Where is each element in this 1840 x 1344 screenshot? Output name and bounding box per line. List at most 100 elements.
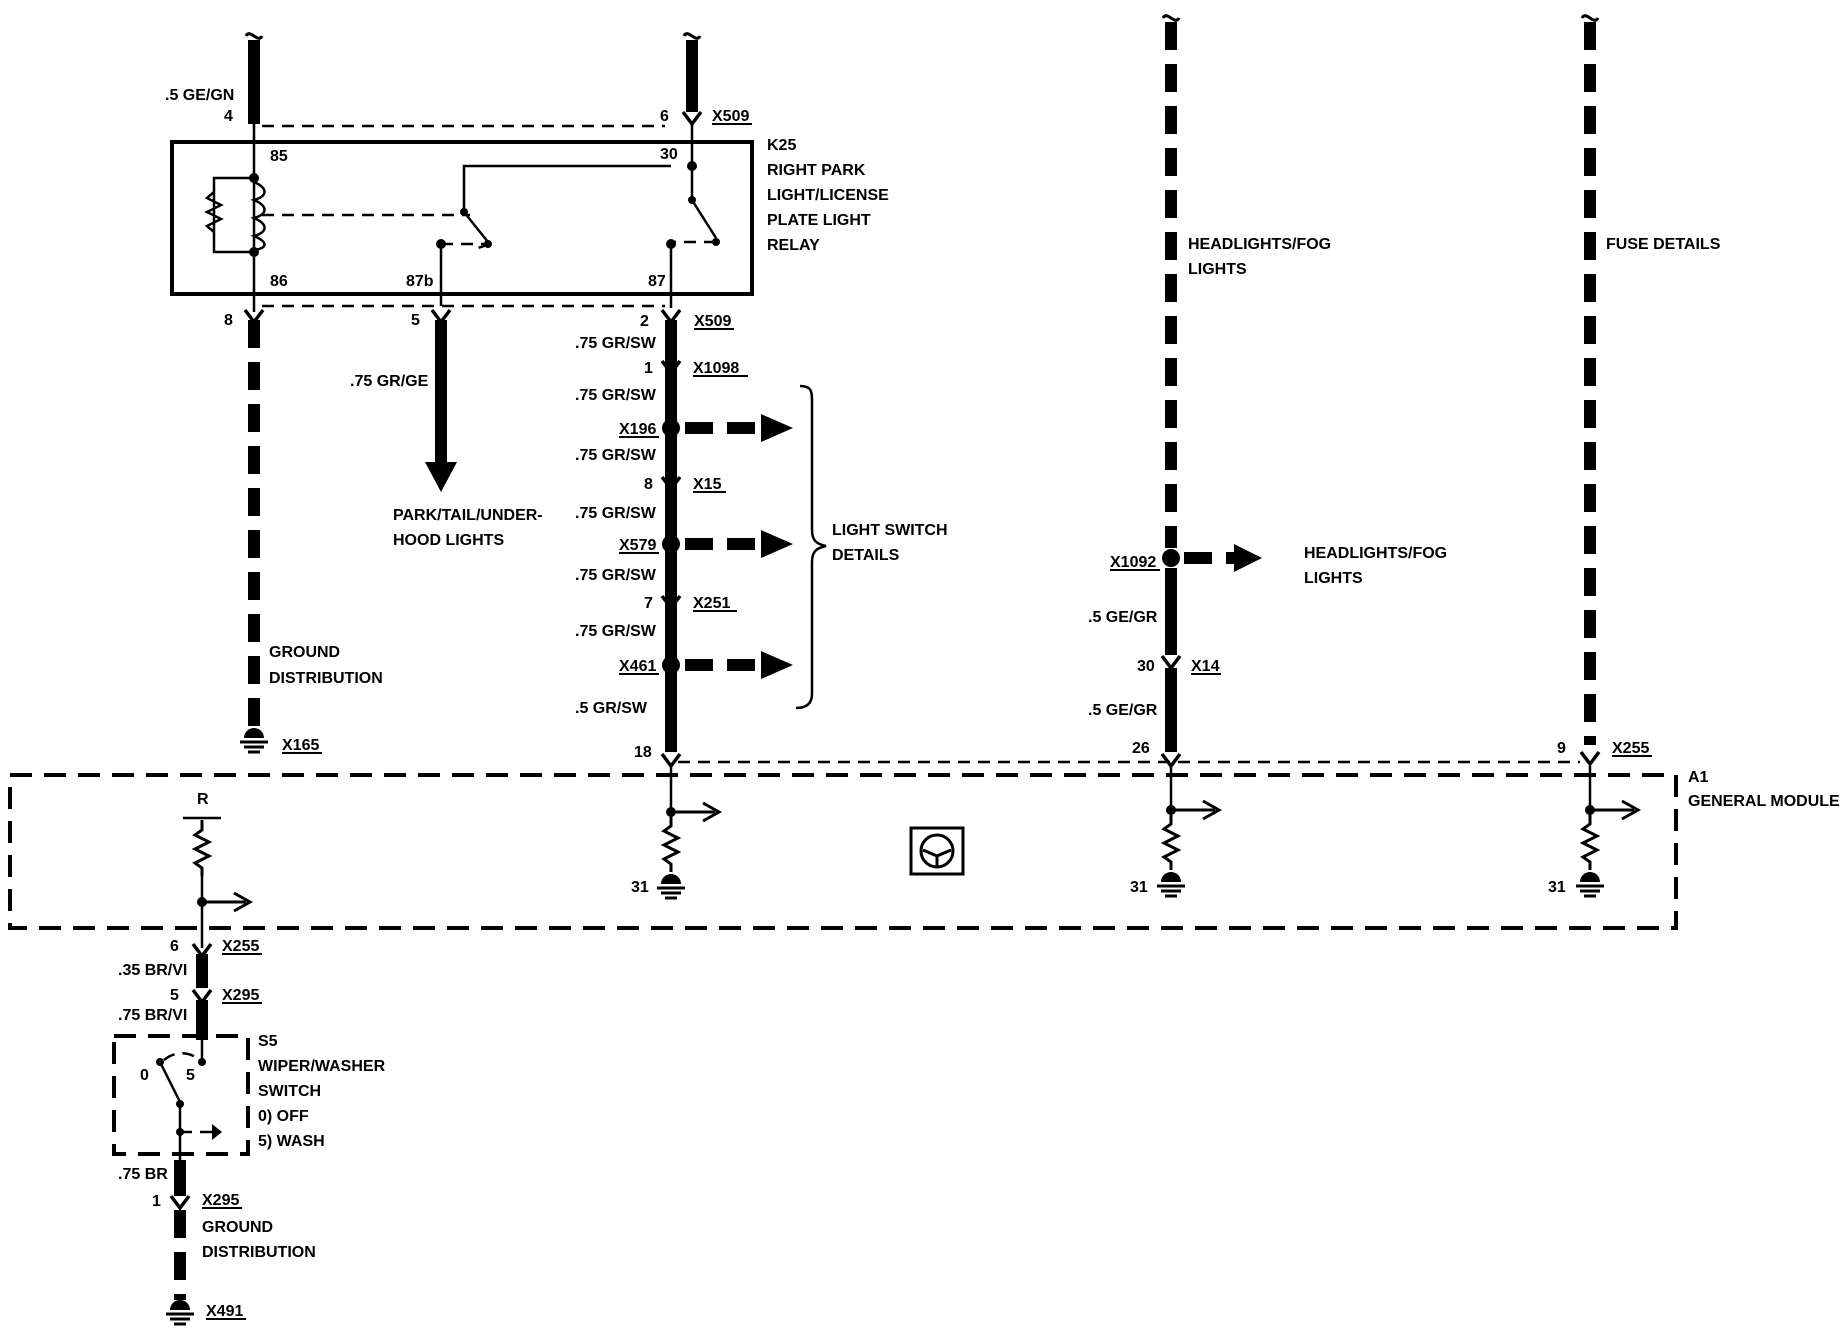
park-dest-1: PARK/TAIL/UNDER- xyxy=(393,507,543,524)
ground-conn-x165: X165 xyxy=(282,737,319,754)
wire-break-icon xyxy=(244,32,264,40)
center-top-pin: 6 xyxy=(660,108,669,125)
module-ground-3: 31 xyxy=(1548,879,1566,896)
lower-conn-x255: X255 xyxy=(222,938,259,955)
headlight-top-1: HEADLIGHTS/FOG xyxy=(1188,236,1331,253)
switch-desc-3: 0) OFF xyxy=(258,1108,309,1125)
park-wire: 5 .75 GR/GE PARK/TAIL/UNDER- HOOD LIGHTS xyxy=(350,308,543,549)
center-connector-id: X1098 xyxy=(693,360,739,377)
splice-dot xyxy=(662,535,680,553)
center-splice-id: X579 xyxy=(619,537,656,554)
headlight-conn-x14: X14 xyxy=(1191,658,1220,675)
ground-icon xyxy=(655,872,687,900)
park-dest-2: HOOD LIGHTS xyxy=(393,532,504,549)
relay-desc-1: RIGHT PARK xyxy=(767,162,866,179)
arrow-right-icon xyxy=(200,891,252,913)
center-wire-label: .75 GR/SW xyxy=(575,505,657,522)
relay-pin-86: 86 xyxy=(270,273,288,290)
park-wire-label: .75 GR/GE xyxy=(350,373,429,390)
headlight-branch-2: LIGHTS xyxy=(1304,570,1363,587)
center-wire-label: .5 GR/SW xyxy=(575,700,648,717)
lower-conn-x295-a: X295 xyxy=(222,987,259,1004)
lower-conn-x295-b: X295 xyxy=(202,1192,239,1209)
fuse-wire: FUSE DETAILS 9 X255 xyxy=(1557,14,1721,766)
lower-ground-dest-1: GROUND xyxy=(202,1219,273,1236)
switch-s5: 0 5 S5 WIPER/WASHER SWITCH 0) OFF 5) WAS… xyxy=(112,1033,386,1160)
connector-icon xyxy=(1160,752,1182,768)
center-wire-label: .75 GR/SW xyxy=(575,335,657,352)
arrow-right-icon xyxy=(1169,799,1221,821)
center-connector-id: X15 xyxy=(693,476,722,493)
relay-name: K25 xyxy=(767,137,796,154)
switch-pos-0: 0 xyxy=(140,1067,149,1084)
left-wire-bottom-pin: 8 xyxy=(224,312,233,329)
resistor-icon xyxy=(662,814,680,874)
headlight-branch-1: HEADLIGHTS/FOG xyxy=(1304,545,1447,562)
arrow-right-icon xyxy=(761,651,793,679)
splice-dot xyxy=(662,656,680,674)
module-ground-1: 31 xyxy=(631,879,649,896)
lower-label-2: .75 BR/VI xyxy=(118,1007,187,1024)
general-module-a1: A1 GENERAL MODULE 31 31 31 R xyxy=(8,766,1840,948)
light-switch-label-1: LIGHT SWITCH xyxy=(832,522,948,539)
left-ground-dest-1: GROUND xyxy=(269,644,340,661)
switch-name: S5 xyxy=(258,1033,278,1050)
ground-icon xyxy=(238,726,270,754)
relay-desc-3: PLATE LIGHT xyxy=(767,212,871,229)
left-ground-dest-2: DISTRIBUTION xyxy=(269,670,383,687)
relay-pin-87b: 87b xyxy=(406,273,434,290)
splice-dot xyxy=(662,419,680,437)
relay-desc-2: LIGHT/LICENSE xyxy=(767,187,889,204)
resistor-icon xyxy=(1162,812,1180,872)
ground-icon xyxy=(1574,870,1606,898)
light-switch-brace: LIGHT SWITCH DETAILS xyxy=(795,384,948,710)
lower-pin-1: 1 xyxy=(152,1193,161,1210)
center-conn-2: X509 xyxy=(694,313,731,330)
switch-desc-1: WIPER/WASHER xyxy=(258,1058,386,1075)
arrow-right-icon xyxy=(761,530,793,558)
resistor-icon xyxy=(1581,812,1599,872)
module-name: A1 xyxy=(1688,769,1709,786)
arrow-right-icon xyxy=(1588,799,1640,821)
ground-icon xyxy=(164,1298,196,1326)
wire-break-icon xyxy=(1161,14,1181,22)
arrow-right-icon xyxy=(669,801,721,823)
center-splice-id: X196 xyxy=(619,421,656,438)
fuse-details-label: FUSE DETAILS xyxy=(1606,236,1721,253)
relay-k25: 85 30 86 87b 87 K25 RIGHT PARK LIGHT/LIC… xyxy=(170,137,889,306)
arrow-right-icon xyxy=(1234,544,1262,572)
lower-pin-6: 6 xyxy=(170,938,179,955)
fuse-conn-x255: X255 xyxy=(1612,740,1649,757)
headlight-splice: X1092 xyxy=(1110,554,1156,571)
fuse-pin-9: 9 xyxy=(1557,740,1566,757)
connector-icon xyxy=(1579,750,1601,766)
module-input-r: R xyxy=(197,791,209,808)
center-connector-pin: 1 xyxy=(644,360,653,377)
connector-icon xyxy=(169,1194,191,1210)
resistor-icon xyxy=(193,818,211,878)
wire-break-icon xyxy=(682,32,702,40)
relay-pin-85: 85 xyxy=(270,148,288,165)
left-wire-top-pin: 4 xyxy=(224,108,233,125)
relay-pin-30: 30 xyxy=(660,146,678,163)
module-ground-2: 31 xyxy=(1130,879,1148,896)
lower-label-1: .35 BR/VI xyxy=(118,962,187,979)
arrow-down-icon xyxy=(425,462,457,492)
steering-wheel-icon xyxy=(909,826,965,876)
switch-pos-5: 5 xyxy=(186,1067,195,1084)
ground-icon xyxy=(1155,870,1187,898)
wire-break-icon xyxy=(1580,14,1600,22)
center-connector-pin: 7 xyxy=(644,595,653,612)
headlight-top-2: LIGHTS xyxy=(1188,261,1247,278)
center-wire-label: .75 GR/SW xyxy=(575,387,657,404)
connector-icon xyxy=(1160,654,1182,670)
relay-desc-4: RELAY xyxy=(767,237,820,254)
center-pin-2: 2 xyxy=(640,313,649,330)
connector-icon xyxy=(660,752,682,768)
center-wire-label: .75 GR/SW xyxy=(575,623,657,640)
center-connector-id: X251 xyxy=(693,595,730,612)
module-desc: GENERAL MODULE xyxy=(1688,793,1840,810)
